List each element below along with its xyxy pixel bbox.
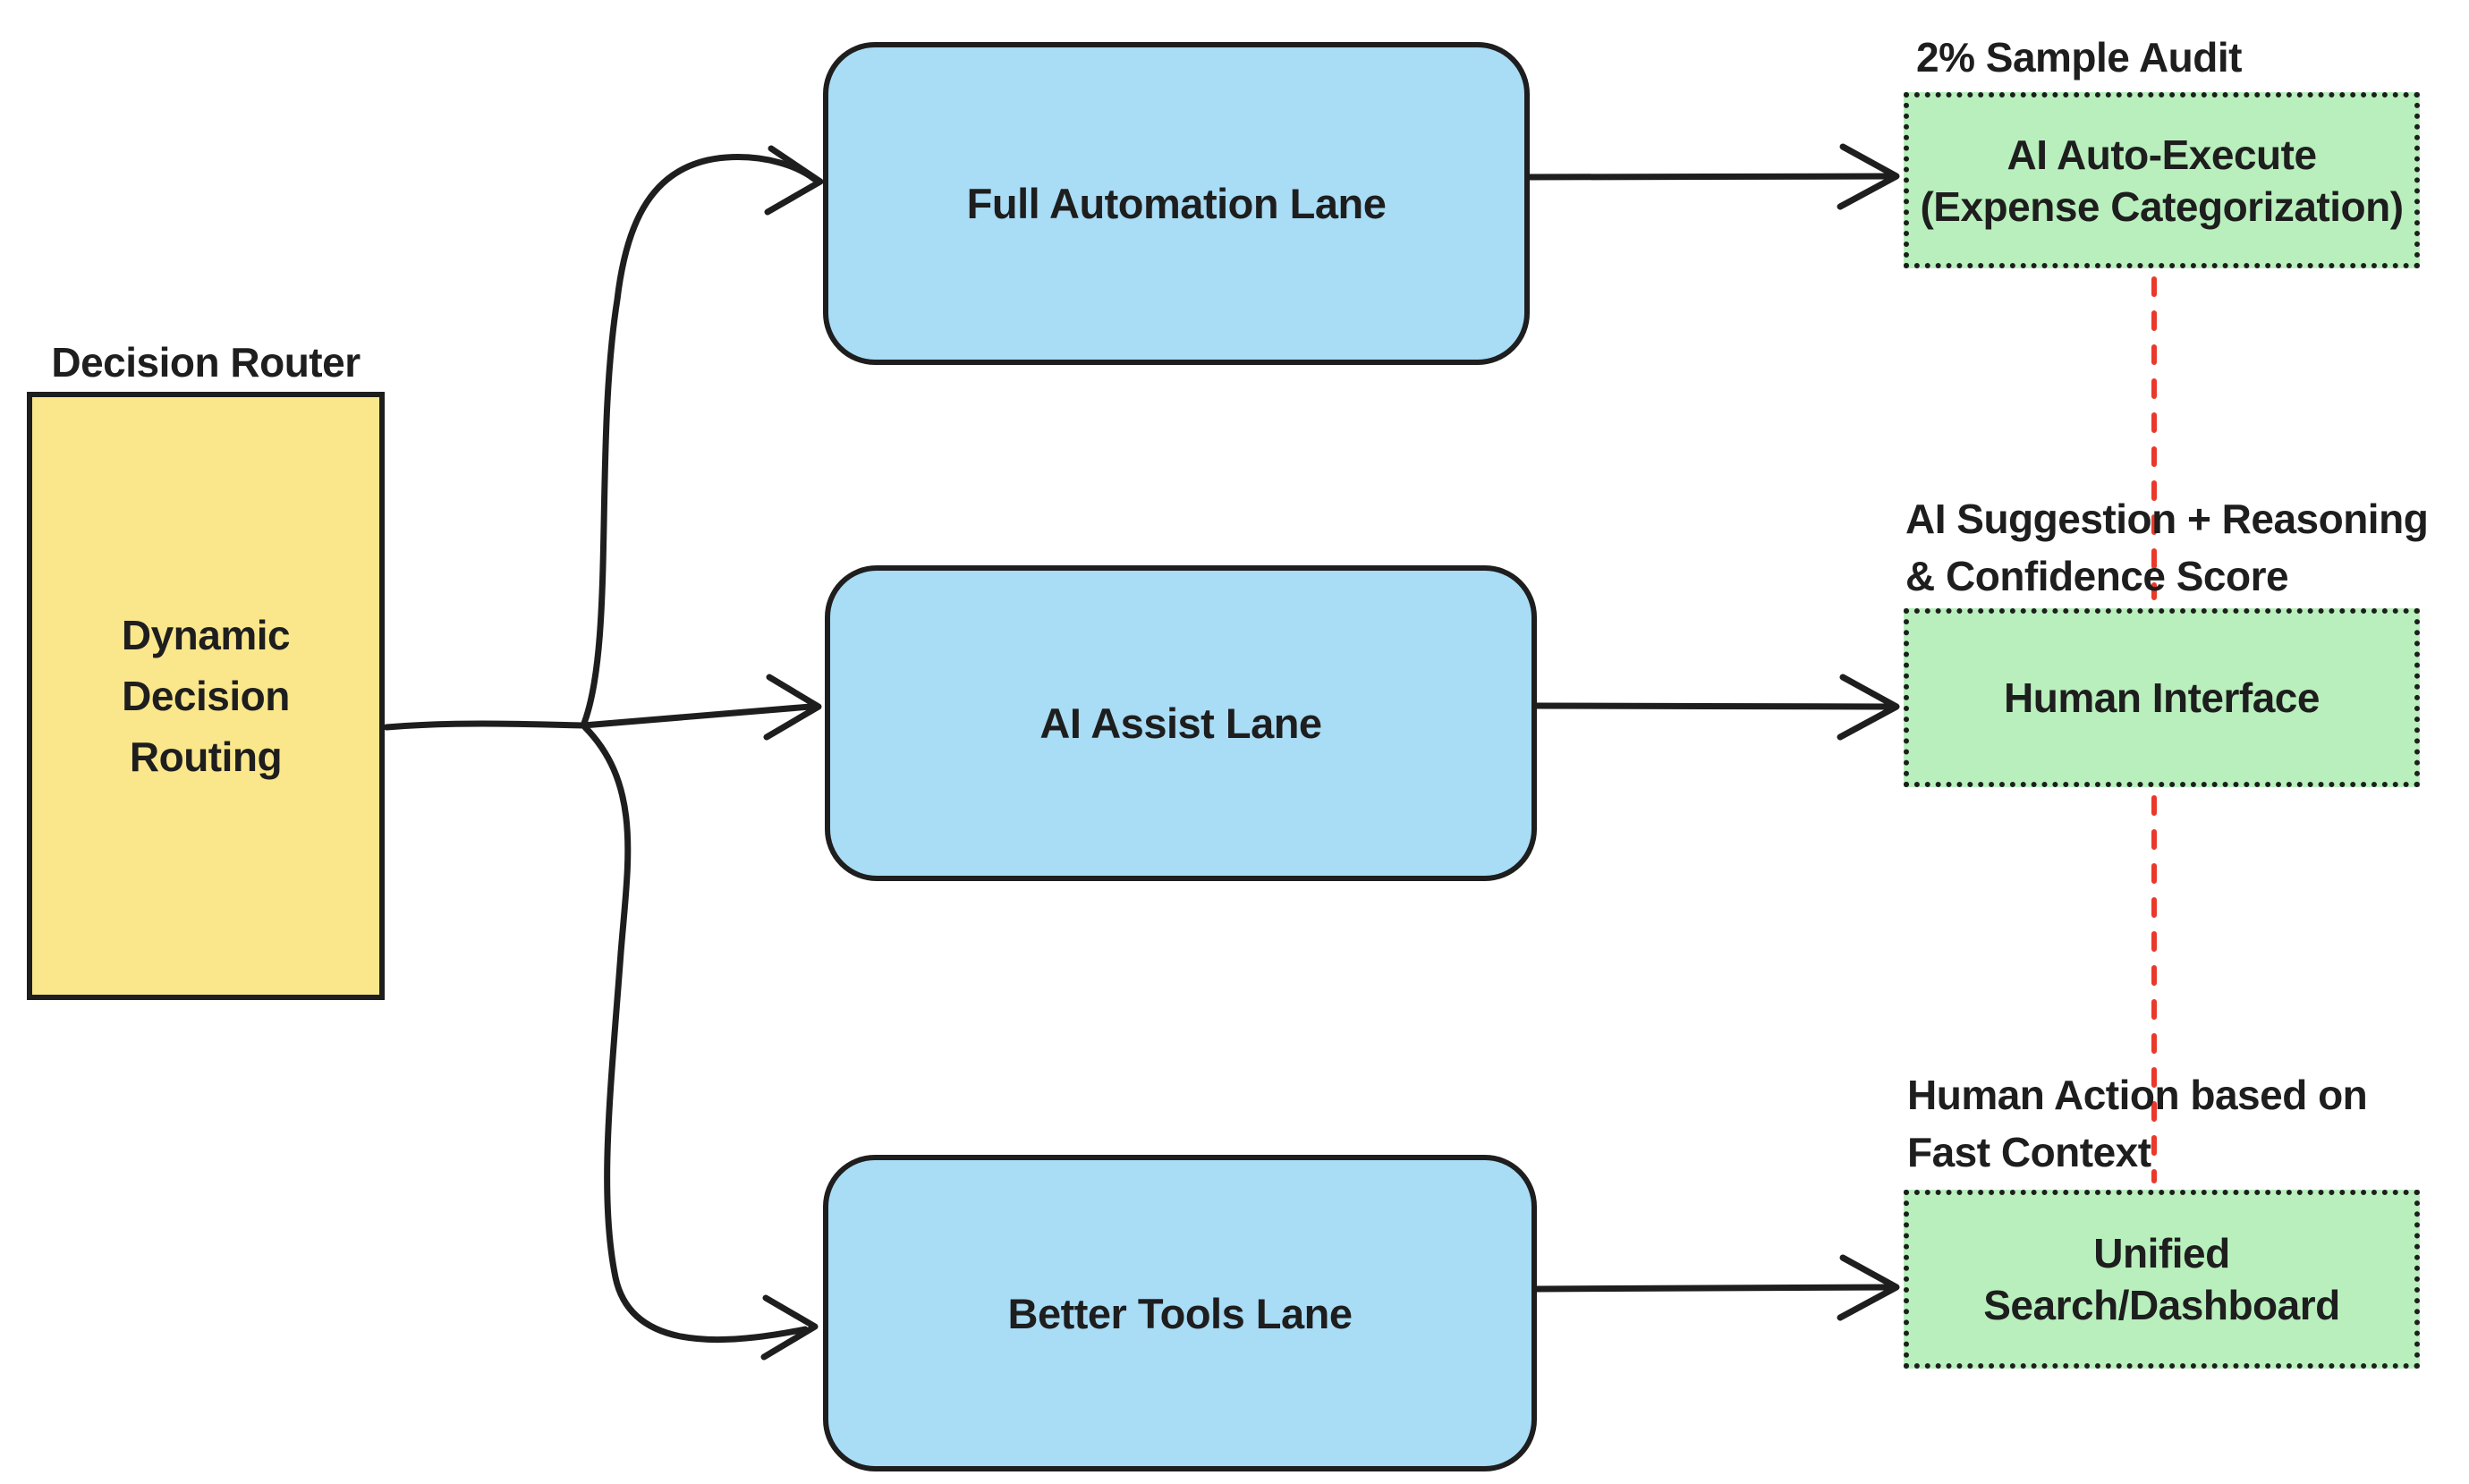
lane-label: AI Assist Lane [1039,700,1322,747]
arrowhead-ai-assist-lane [763,674,822,741]
edge-router-to-ai-assist-lane [580,703,814,729]
output-line: Unified [2093,1230,2230,1276]
edge-router-to-better-tools-lane [581,724,809,1344]
annotation-sample-audit: 2% Sample Audit [1916,29,2242,86]
output-line: (Expense Categorization) [1920,182,2404,230]
output-line: Human Interface [2004,674,2320,721]
annotation-line: 2% Sample Audit [1916,34,2242,81]
arrowhead-unified-search [1837,1254,1900,1321]
node-dynamic-decision-routing: Dynamic Decision Routing [27,392,385,1000]
node-unified-search-dashboard: Unified Search/Dashboard [1904,1190,2420,1369]
arrowhead-human-interface [1837,674,1900,741]
annotation-line: & Confidence Score [1905,553,2289,599]
edge-full-automation-to-ai-auto-execute [1519,173,1893,181]
annotation-ai-suggestion: AI Suggestion + Reasoning & Confidence S… [1905,490,2429,605]
annotation-line: AI Suggestion + Reasoning [1905,496,2429,542]
edge-router-to-full-automation-lane [580,154,818,729]
edge-better-tools-to-unified-search [1531,1284,1893,1293]
router-line: Dynamic [121,612,291,658]
edge-ai-assist-to-human-interface [1531,702,1893,710]
router-title-text: Decision Router [51,339,361,386]
lane-label: Better Tools Lane [1007,1289,1353,1337]
node-ai-auto-execute: AI Auto-Execute (Expense Categorization) [1904,92,2420,268]
output-line: Search/Dashboard [1983,1282,2340,1328]
arrowhead-better-tools-lane [760,1294,819,1361]
router-line: Routing [129,734,283,780]
node-human-interface: Human Interface [1904,608,2420,787]
router-line: Decision [122,673,290,719]
edge-router-trunk [383,720,587,731]
router-title: Decision Router [27,336,385,388]
node-better-tools-lane: Better Tools Lane [823,1155,1537,1471]
arrowhead-ai-auto-execute [1837,143,1900,210]
lane-label: Full Automation Lane [966,180,1387,227]
arrowhead-full-automation-lane [764,145,824,216]
node-ai-assist-lane: AI Assist Lane [825,565,1537,881]
node-full-automation-lane: Full Automation Lane [823,42,1530,365]
output-line: AI Auto-Execute [2007,131,2317,178]
annotation-human-action: Human Action based on Fast Context [1907,1066,2368,1181]
annotation-line: Fast Context [1907,1129,2151,1175]
annotation-line: Human Action based on [1907,1072,2368,1118]
